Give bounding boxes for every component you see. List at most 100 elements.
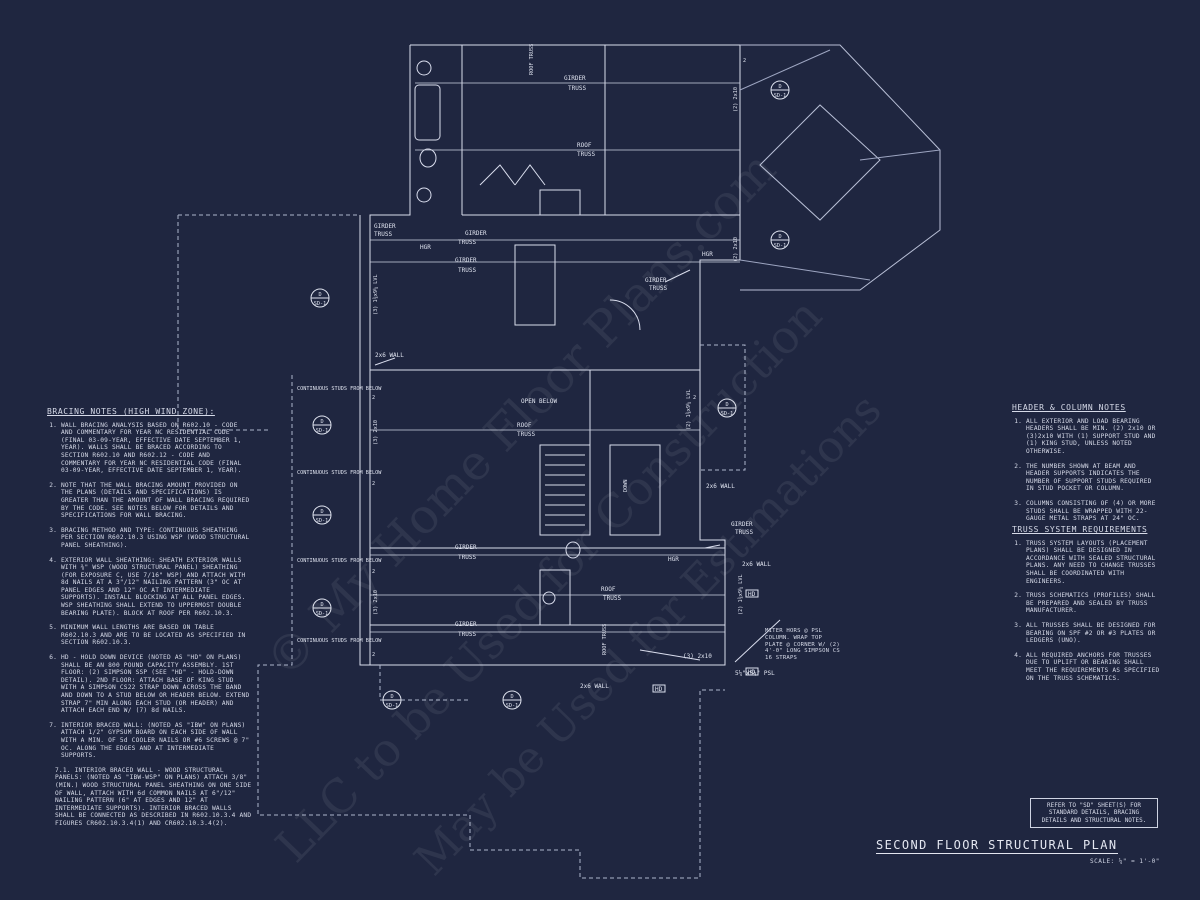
header-label-3: (2) 2x10 <box>733 237 739 262</box>
bracing-note-item: WALL BRACING ANALYSIS BASED ON R602.10 -… <box>61 422 252 475</box>
studs-label-2: CONTINUOUS STUDS FROM BELOW <box>297 470 382 476</box>
header-column-notes: HEADER & COLUMN NOTES ALL EXTERIOR AND L… <box>1012 404 1162 530</box>
truss-system-heading: TRUSS SYSTEM REQUIREMENTS <box>1012 525 1148 534</box>
stair-open <box>609 444 661 536</box>
girder-label-5: GIRDER <box>645 277 667 284</box>
header-label-1: (3) 2x10 <box>683 653 712 660</box>
studs-label-4: CONTINUOUS STUDS FROM BELOW <box>297 638 382 644</box>
truss-label-5: TRUSS <box>458 267 476 274</box>
hd-label-1: HD <box>655 686 663 693</box>
section-mark-d: D <box>318 292 321 298</box>
miter-note-text: MITER HORS @ PSL COLUMN. WRAP TOP PLATE … <box>765 628 840 662</box>
truss-label-2: TRUSS <box>577 151 595 158</box>
truss-note-item: ALL REQUIRED ANCHORS FOR TRUSSES DUE TO … <box>1026 652 1162 682</box>
header-label-4: (3) 2x10 <box>373 420 379 445</box>
section-mark-d: D <box>510 694 513 700</box>
hgr-label-1: HGR <box>420 244 431 251</box>
hd-label-3: HD <box>748 669 756 676</box>
bracing-note-item: MINIMUM WALL LENGTHS ARE BASED ON TABLE … <box>61 624 252 647</box>
section-mark-d: D <box>320 509 323 515</box>
girder-label-1: GIRDER <box>564 75 586 82</box>
bracing-note-item: INTERIOR BRACED WALL: (NOTED AS "IBW" ON… <box>61 722 252 760</box>
psl-label: 5¼"x5¼" PSL <box>735 670 775 677</box>
drawing-title: SECOND FLOOR STRUCTURAL PLAN <box>876 838 1118 854</box>
roof-truss-vert-1: ROOF TRUSS <box>529 44 535 75</box>
lvl-label-1: (3) 1¾x9¼ LVL <box>373 274 379 315</box>
section-mark-sheet: SD-1 <box>386 703 399 709</box>
roof-outline <box>740 44 941 291</box>
section-mark-d: D <box>320 419 323 425</box>
miter-note: MITER HORS @ PSL COLUMN. WRAP TOP PLATE … <box>765 628 843 662</box>
wall-label-3: 2x6 WALL <box>706 483 735 490</box>
bracing-note-item: HD - HOLD DOWN DEVICE (NOTED AS "HD" ON … <box>61 654 252 715</box>
stud-count: 2 <box>372 569 375 575</box>
stud-count: 2 <box>372 395 375 401</box>
section-mark-d: D <box>390 694 393 700</box>
truss-label-9: TRUSS <box>735 529 753 536</box>
truss-note-item: ALL TRUSSES SHALL BE DESIGNED FOR BEARIN… <box>1026 622 1162 645</box>
truss-label-10: TRUSS <box>603 595 621 602</box>
hd-label-2: HD <box>748 591 756 598</box>
girder-label-2: GIRDER <box>374 223 396 230</box>
header-column-heading: HEADER & COLUMN NOTES <box>1012 403 1126 412</box>
section-mark-d: D <box>778 84 781 90</box>
truss-label-11: TRUSS <box>458 631 476 638</box>
roof-label-2: ROOF <box>517 422 532 429</box>
section-mark-sheet: SD-1 <box>506 703 519 709</box>
section-mark-sheet: SD-1 <box>774 93 787 99</box>
section-mark-sheet: SD-1 <box>314 301 327 307</box>
header-note-item: COLUMNS CONSISTING OF (4) OR MORE STUDS … <box>1026 500 1162 523</box>
girder-label-8: GIRDER <box>455 621 477 628</box>
lvl-label-3: (2) 1¾x9¼ LVL <box>738 574 744 615</box>
bracing-notes: BRACING NOTES (HIGH WIND ZONE): WALL BRA… <box>47 408 252 835</box>
hd-marker <box>745 667 759 676</box>
section-mark-d: D <box>778 234 781 240</box>
bracing-note-item: EXTERIOR WALL SHEATHING: SHEATH EXTERIOR… <box>61 557 252 618</box>
truss-system-notes: TRUSS SYSTEM REQUIREMENTS TRUSS SYSTEM L… <box>1012 526 1162 689</box>
truss-label-7: TRUSS <box>517 431 535 438</box>
section-mark-sheet: SD-1 <box>316 518 329 524</box>
hd-marker <box>745 589 759 598</box>
section-mark-d: D <box>320 602 323 608</box>
roof-label-3: ROOF <box>601 586 616 593</box>
girder-label-7: GIRDER <box>731 521 753 528</box>
down-label: DOWN <box>623 480 629 493</box>
truss-note-item: TRUSS SCHEMATICS (PROFILES) SHALL BE PRE… <box>1026 592 1162 615</box>
stair <box>539 444 591 536</box>
wall-label-4: 2x6 WALL <box>580 683 609 690</box>
reference-note-box: REFER TO "SD" SHEET(S) FOR STANDARD DETA… <box>1030 798 1158 829</box>
section-mark-sheet: SD-1 <box>774 243 787 249</box>
bracing-note-item: BRACING METHOD AND TYPE: CONTINUOUS SHEA… <box>61 527 252 550</box>
hd-marker <box>652 684 666 693</box>
truss-label-8: TRUSS <box>458 554 476 561</box>
stud-count: 2 <box>693 395 696 401</box>
wall-label-2: 2x6 WALL <box>742 561 771 568</box>
lvl-label-2: (2) 1¾x9¼ LVL <box>686 389 692 430</box>
section-mark-sheet: SD-1 <box>721 411 734 417</box>
exterior-wall <box>359 215 372 666</box>
bracing-note-item: 7.1. INTERIOR BRACED WALL - WOOD STRUCTU… <box>55 766 252 827</box>
hgr-label-3: HGR <box>668 556 679 563</box>
bracing-notes-heading: BRACING NOTES (HIGH WIND ZONE): <box>47 407 215 416</box>
girder-label-4: GIRDER <box>455 257 477 264</box>
header-note-item: ALL EXTERIOR AND LOAD BEARING HEADERS SH… <box>1026 418 1162 456</box>
stud-count: 2 <box>743 58 746 64</box>
roof-truss-vert-2: ROOF TRUSS <box>602 624 608 655</box>
header-note-item: THE NUMBER SHOWN AT BEAM AND HEADER SUPP… <box>1026 463 1162 493</box>
truss-label-3: TRUSS <box>374 231 392 238</box>
section-mark-sheet: SD-1 <box>316 428 329 434</box>
truss-label-4: TRUSS <box>458 239 476 246</box>
studs-label-1: CONTINUOUS STUDS FROM BELOW <box>297 386 382 392</box>
truss-note-item: TRUSS SYSTEM LAYOUTS (PLACEMENT PLANS) S… <box>1026 540 1162 586</box>
hgr-label-2: HGR <box>702 251 713 258</box>
reference-note-text: REFER TO "SD" SHEET(S) FOR STANDARD DETA… <box>1041 802 1147 824</box>
truss-label-1: TRUSS <box>568 85 586 92</box>
bracing-note-item: NOTE THAT THE WALL BRACING AMOUNT PROVID… <box>61 482 252 520</box>
truss-label-6: TRUSS <box>649 285 667 292</box>
section-mark-sheet: SD-1 <box>316 611 329 617</box>
studs-label-3: CONTINUOUS STUDS FROM BELOW <box>297 558 382 564</box>
header-label-5: (3) 2x10 <box>373 590 379 615</box>
stud-count: 2 <box>372 481 375 487</box>
